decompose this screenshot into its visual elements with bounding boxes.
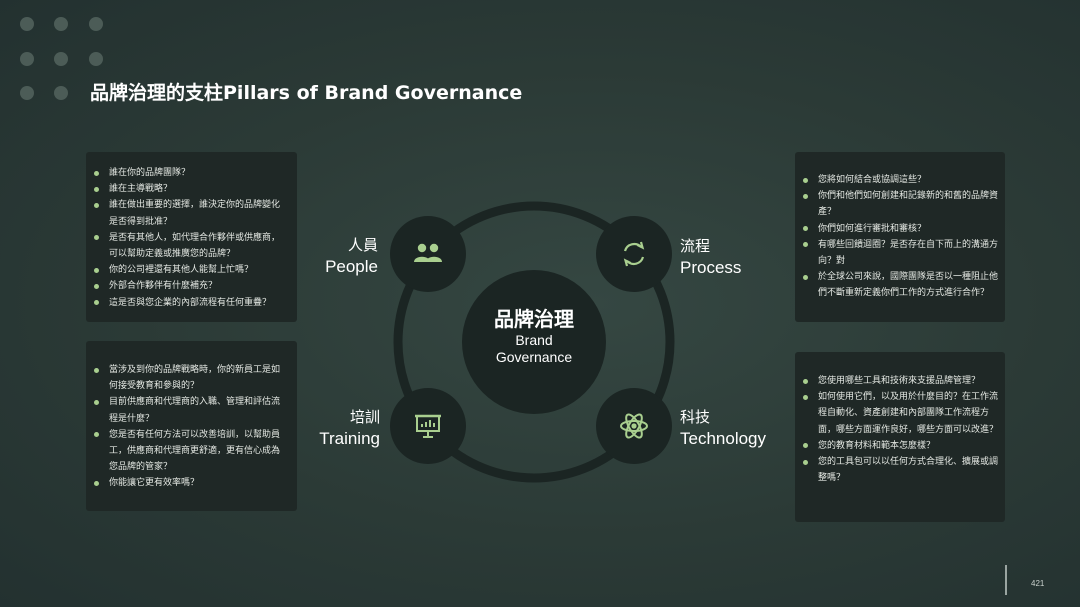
training-pillar-node	[390, 388, 466, 464]
technology-label-en: Technology	[680, 429, 767, 448]
technology-label-cn: 科技	[680, 408, 711, 426]
outer-ring	[393, 201, 675, 483]
technology-pillar-node	[596, 388, 672, 464]
question-item: 您的教育材料和範本怎麼樣？	[795, 438, 999, 454]
center-label-en-line1: Brand	[515, 332, 553, 348]
cycle-arrows-icon	[596, 216, 672, 292]
question-item: 外部合作夥伴有什麼補充？	[86, 278, 287, 294]
people-label-en: People	[325, 257, 378, 276]
technology-question-list: 您使用哪些工具和技術來支援品牌管理？如何使用它們，以及用於什麼目的？在工作流程自…	[795, 373, 999, 486]
question-item: 您使用哪些工具和技術來支援品牌管理？	[795, 373, 999, 389]
center-circle	[462, 270, 606, 414]
question-item: 您是否有任何方法可以改善培訓，以幫助員工，供應商和代理商更舒適，更有信心成為您品…	[86, 427, 287, 476]
center-label-cn: 品牌治理	[494, 307, 574, 331]
process-label: 流程 Process	[680, 235, 741, 279]
training-question-list: 當涉及到你的品牌戰略時，你的新員工是如何接受教育和參與的？目前供應商和代理商的入…	[86, 362, 287, 492]
process-label-cn: 流程	[680, 237, 711, 255]
atom-icon	[596, 388, 672, 464]
question-item: 這是否與您企業的內部流程有任何重疊？	[86, 295, 287, 311]
question-item: 你們和他們如何創建和記錄新的和舊的品牌資產？	[795, 188, 999, 220]
center-label-en-line2: Governance	[495, 349, 573, 365]
training-label: 培訓 Training	[290, 406, 380, 450]
people-questions-card: 誰在你的品牌團隊？誰在主導戰略？誰在做出重要的選擇，誰決定你的品牌變化是否得到批…	[86, 152, 297, 322]
question-item: 目前供應商和代理商的入職、管理和評估流程是什麼？	[86, 394, 287, 426]
training-label-cn: 培訓	[349, 408, 380, 426]
people-label-cn: 人員	[347, 236, 378, 254]
question-item: 於全球公司來說，國際團隊是否以一種阻止他們不斷重新定義你們工作的方式進行合作？	[795, 269, 999, 301]
training-questions-card: 當涉及到你的品牌戰略時，你的新員工是如何接受教育和參與的？目前供應商和代理商的入…	[86, 341, 297, 511]
question-item: 是否有其他人，如代理合作夥伴或供應商，可以幫助定義或推廣您的品牌？	[86, 230, 287, 262]
presentation-board-icon	[390, 388, 466, 464]
training-label-en: Training	[319, 429, 380, 448]
center-label: 品牌治理 Brand Governance	[463, 306, 605, 366]
question-item: 誰在主導戰略？	[86, 181, 287, 197]
process-questions-card: 您將如何結合或協調這些？你們和他們如何創建和記錄新的和舊的品牌資產？你們如何進行…	[795, 152, 1005, 322]
question-item: 當涉及到你的品牌戰略時，你的新員工是如何接受教育和參與的？	[86, 362, 287, 394]
question-item: 有哪些回饋迴圈？是否存在自下而上的溝通方向？對	[795, 237, 999, 269]
technology-questions-card: 您使用哪些工具和技術來支援品牌管理？如何使用它們，以及用於什麼目的？在工作流程自…	[795, 352, 1005, 522]
people-question-list: 誰在你的品牌團隊？誰在主導戰略？誰在做出重要的選擇，誰決定你的品牌變化是否得到批…	[86, 165, 287, 311]
people-pillar-node	[390, 216, 466, 292]
question-item: 您將如何結合或協調這些？	[795, 172, 999, 188]
question-item: 你的公司裡還有其他人能幫上忙嗎？	[86, 262, 287, 278]
technology-label: 科技 Technology	[680, 406, 766, 450]
process-question-list: 您將如何結合或協調這些？你們和他們如何創建和記錄新的和舊的品牌資產？你們如何進行…	[795, 172, 999, 302]
process-label-en: Process	[680, 258, 742, 277]
slide-title: 品牌治理的支柱Pillars of Brand Governance	[90, 82, 523, 104]
question-item: 你們如何進行審批和審核？	[795, 221, 999, 237]
process-pillar-node	[596, 216, 672, 292]
footer-divider	[1005, 565, 1007, 595]
question-item: 如何使用它們，以及用於什麼目的？在工作流程自動化、資產創建和內部團隊工作流程方面…	[795, 389, 999, 438]
question-item: 您的工具包可以以任何方式合理化、擴展或調整嗎？	[795, 454, 999, 486]
question-item: 誰在你的品牌團隊？	[86, 165, 287, 181]
question-item: 你能讓它更有效率嗎？	[86, 475, 287, 491]
people-label: 人員 People	[300, 234, 378, 278]
question-item: 誰在做出重要的選擇，誰決定你的品牌變化是否得到批准？	[86, 197, 287, 229]
page-number: 421	[1031, 579, 1045, 588]
people-icon	[390, 216, 466, 292]
